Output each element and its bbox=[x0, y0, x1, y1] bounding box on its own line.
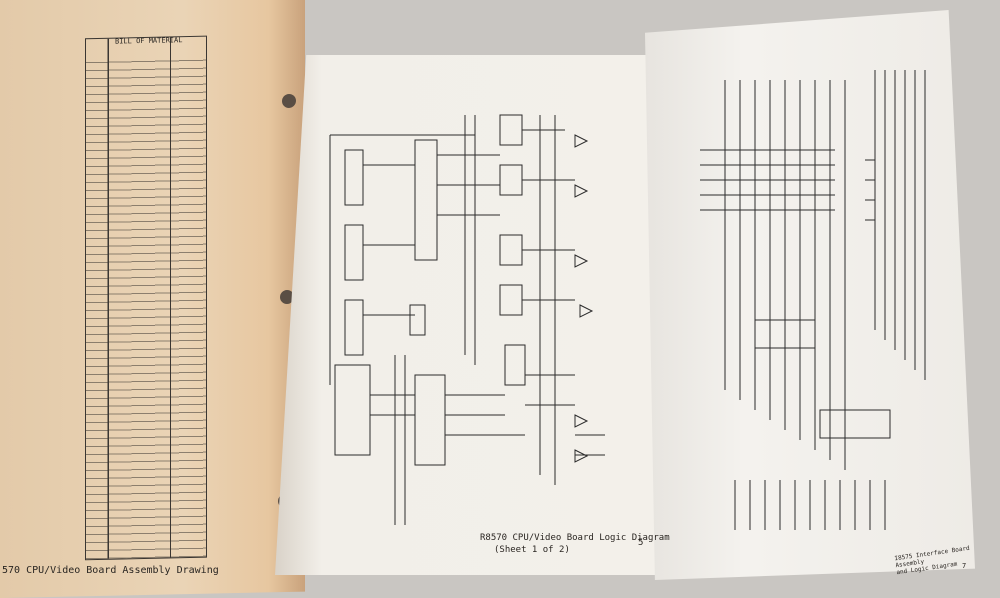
right-page-number: 7 bbox=[962, 562, 967, 570]
binder-hole bbox=[282, 93, 296, 109]
bill-of-material-page: BILL OF MATERIAL bbox=[0, 0, 305, 598]
bom-table-columns bbox=[86, 36, 206, 560]
interface-schematic bbox=[700, 70, 926, 530]
bill-of-material-table bbox=[85, 35, 207, 561]
cpu-video-logic-diagram-page bbox=[275, 55, 665, 575]
middle-page-caption: R8570 CPU/Video Board Logic Diagram (She… bbox=[480, 532, 670, 556]
bom-header: BILL OF MATERIAL bbox=[115, 36, 183, 46]
interface-board-diagram-page bbox=[645, 10, 975, 580]
middle-page-number: 5 bbox=[638, 538, 644, 548]
logic-diagram-schematic bbox=[329, 114, 605, 525]
middle-caption-line1: R8570 CPU/Video Board Logic Diagram bbox=[480, 533, 670, 543]
middle-caption-line2: (Sheet 1 of 2) bbox=[494, 545, 570, 555]
left-page-caption: 570 CPU/Video Board Assembly Drawing bbox=[2, 565, 219, 576]
